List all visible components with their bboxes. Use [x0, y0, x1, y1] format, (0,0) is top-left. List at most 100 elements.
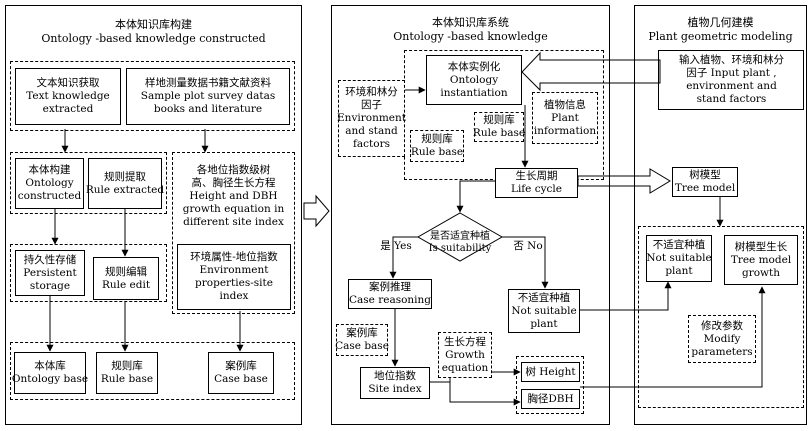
ontology-base-en: Ontology base	[11, 373, 89, 385]
right-panel	[634, 5, 807, 425]
env-site-en2: properties-site	[195, 277, 273, 289]
plant-info-cn: 植物信息	[544, 98, 586, 111]
growth-equation-mid-en1: Growth	[445, 348, 485, 361]
input-factors-border	[658, 50, 804, 110]
case-base-mid-en: Case base	[335, 340, 389, 352]
site-index-en: Site index	[368, 383, 422, 395]
life-cycle-en: Life cycle	[510, 183, 563, 195]
tree-growth-en2: growth	[741, 266, 781, 279]
arrow-left-to-middle	[303, 194, 330, 228]
case-base-cn: 案例库	[225, 360, 257, 372]
arrow-suitability-to-case	[389, 236, 420, 279]
tree-model-growth-box: 树模型生长 Tree model growth	[724, 235, 798, 285]
growth-eq-en3: different site index	[183, 215, 284, 228]
env-stand-cn1: 环境和林分	[345, 86, 398, 98]
persistent-storage-box: 持久性存储 Persistent storage	[15, 250, 85, 296]
left-panel	[5, 5, 302, 425]
env-site-cn: 环境属性-地位指数	[190, 251, 278, 263]
modify-en1: Modify	[703, 332, 741, 345]
not-suitable-mid-cn: 不适宜种植	[517, 291, 571, 304]
env-site-box: 环境属性-地位指数 Environment properties-site in…	[177, 244, 291, 310]
growth-equation-box-middle: 生长方程 Growth equation	[438, 332, 492, 378]
case-reasoning-box: 案例推理 Case reasoning	[348, 279, 432, 309]
tree-growth-cn: 树模型生长	[734, 240, 788, 253]
rule-base-box: 规则库 Rule base	[96, 352, 158, 394]
rule-base-a-en: Rule base	[472, 127, 526, 139]
case-base-mid-cn: 案例库	[346, 327, 378, 339]
sample-plot-en1: Sample plot survey datas	[140, 90, 276, 102]
sample-plot-box: 样地测量数据书籍文献资料 Sample plot survey datas bo…	[126, 68, 290, 125]
middle-title-en: Ontology -based knowledge	[393, 30, 548, 43]
left-group-storage	[10, 244, 167, 302]
rule-base-box-a: 规则库 Rule base	[472, 112, 526, 142]
env-stand-factors-box: 环境和林分 因子 Environment and stand factors	[337, 80, 406, 157]
not-suitable-box-right: 不适宜种植 Not suitable plant	[646, 235, 712, 282]
not-suitable-mid-en1: Not suitable	[511, 304, 577, 317]
ontology-base-box: 本体库 Ontology base	[11, 352, 89, 394]
right-title-cn: 植物几何建模	[687, 16, 754, 29]
left-title-cn: 本体知识库构建	[115, 18, 192, 31]
left-group-bases	[10, 342, 295, 400]
left-title-en: Ontology -based knowledge constructed	[41, 32, 266, 45]
growth-equation-mid-en2: equation	[441, 361, 489, 374]
sample-plot-en2: books and literature	[153, 103, 263, 115]
ontology-construct-box: 本体构建 Ontology constructed	[15, 158, 84, 209]
env-stand-en1: Environment	[337, 112, 406, 124]
left-panel-title: 本体知识库构建 Ontology -based knowledge constr…	[5, 18, 302, 46]
left-group-construct	[10, 152, 167, 214]
modify-cn: 修改参数	[701, 319, 743, 332]
left-group-growth	[172, 152, 295, 314]
middle-title-cn: 本体知识库系统	[432, 16, 509, 29]
arrow-suitability-to-notsuitable	[500, 236, 549, 289]
suitability-en: Is suitability	[428, 243, 492, 254]
ontology-construct-en1: Ontology	[25, 177, 74, 189]
input-factors-box: 输入植物、环境和林分 因子 Input plant , environment …	[660, 48, 803, 112]
arrow-site-to-dbh	[449, 382, 521, 406]
right-bottom-group	[638, 226, 804, 408]
case-base-box-middle: 案例库 Case base	[335, 324, 389, 356]
suitability-label: 是否适宜种植 Is suitability	[410, 231, 510, 255]
modify-parameters-box: 修改参数 Modify parameters	[688, 315, 756, 363]
rule-extract-en: Rule extracted	[85, 183, 165, 196]
growth-eq-en1: Height and DBH	[189, 189, 278, 202]
tree-model-box: 树模型 Tree model	[672, 167, 738, 197]
growth-equation-mid-cn: 生长方程	[444, 335, 486, 348]
case-reasoning-cn: 案例推理	[369, 281, 411, 293]
env-stand-en3: factors	[353, 138, 390, 150]
site-index-cn: 地位指数	[374, 370, 416, 382]
input-en1: 因子 Input plant ,	[686, 67, 777, 79]
growth-eq-en2: growth equation in	[182, 202, 285, 215]
rule-extract-box: 规则提取 Rule extracted	[85, 158, 165, 209]
ontology-instantiation-box: 本体实例化 Ontology instantiation	[426, 55, 522, 105]
rule-edit-en: Rule edit	[101, 278, 151, 291]
rule-base-en: Rule base	[100, 373, 154, 385]
not-suitable-right-en2: plant	[665, 265, 693, 277]
case-base-en: Case base	[214, 373, 268, 385]
growth-eq-cn1: 各地位指数级树	[196, 163, 271, 176]
tree-growth-en1: Tree model	[730, 253, 792, 266]
right-title-en: Plant geometric modeling	[648, 30, 793, 43]
instantiation-en2: instantiation	[440, 86, 508, 99]
site-index-box: 地位指数 Site index	[360, 367, 430, 399]
yes-label: 是 Yes	[380, 240, 412, 252]
not-suitable-mid-en2: plant	[530, 317, 558, 330]
rule-edit-cn: 规则编辑	[105, 265, 147, 278]
rule-edit-box: 规则编辑 Rule edit	[93, 257, 159, 300]
rule-base-b-cn: 规则库	[421, 133, 453, 145]
arrow-height-to-growth	[580, 286, 766, 388]
height-dbh-group	[516, 356, 584, 414]
no-label: 否 No	[513, 240, 543, 252]
instantiation-en1: Ontology	[449, 73, 499, 86]
suitability-diamond	[416, 212, 504, 262]
not-suitable-right-cn: 不适宜种植	[652, 239, 706, 251]
suitability-cn: 是否适宜种植	[430, 231, 490, 242]
persistent-en1: Persistent	[23, 266, 77, 279]
tree-model-en: Tree model	[674, 182, 736, 194]
growth-equation-box: 各地位指数级树 高、胸径生长方程 Height and DBH growth e…	[176, 155, 291, 237]
tree-height-box: 树 Height	[521, 362, 580, 382]
middle-panel-title: 本体知识库系统 Ontology -based knowledge	[331, 16, 610, 44]
left-group-acquisition	[10, 61, 295, 131]
life-cycle-cn: 生长周期	[515, 170, 558, 182]
right-panel-title: 植物几何建模 Plant geometric modeling	[634, 16, 807, 44]
